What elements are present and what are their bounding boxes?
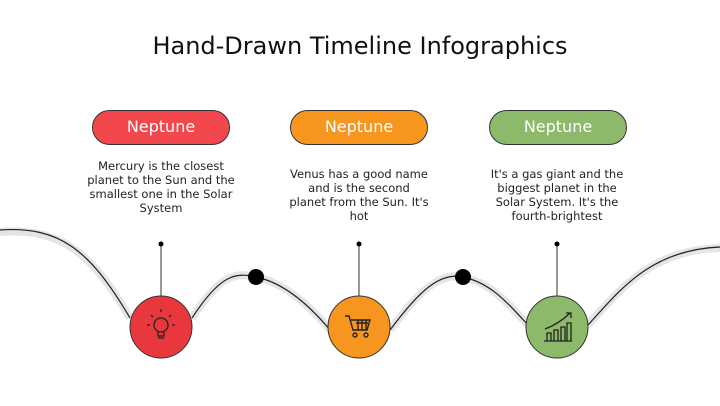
timeline-label-2: Neptune xyxy=(290,110,428,145)
timeline-description-3: It's a gas giant and the biggest planet … xyxy=(490,167,624,223)
lightbulb-icon xyxy=(147,309,175,339)
marker-circle-2 xyxy=(327,295,391,359)
timeline-description-1: Mercury is the closest planet to the Sun… xyxy=(87,159,235,215)
marker-circle-3 xyxy=(525,295,589,359)
page-title: Hand-Drawn Timeline Infographics xyxy=(152,32,568,60)
timeline-label-1: Neptune xyxy=(92,110,230,145)
timeline-dot xyxy=(248,269,264,285)
timeline-label-3: Neptune xyxy=(489,110,627,145)
timeline-description-2: Venus has a good name and is the second … xyxy=(289,167,429,223)
growth-chart-icon xyxy=(544,312,572,342)
shopping-cart-icon xyxy=(345,315,371,338)
timeline-dot xyxy=(455,269,471,285)
marker-circle-1 xyxy=(129,295,193,359)
